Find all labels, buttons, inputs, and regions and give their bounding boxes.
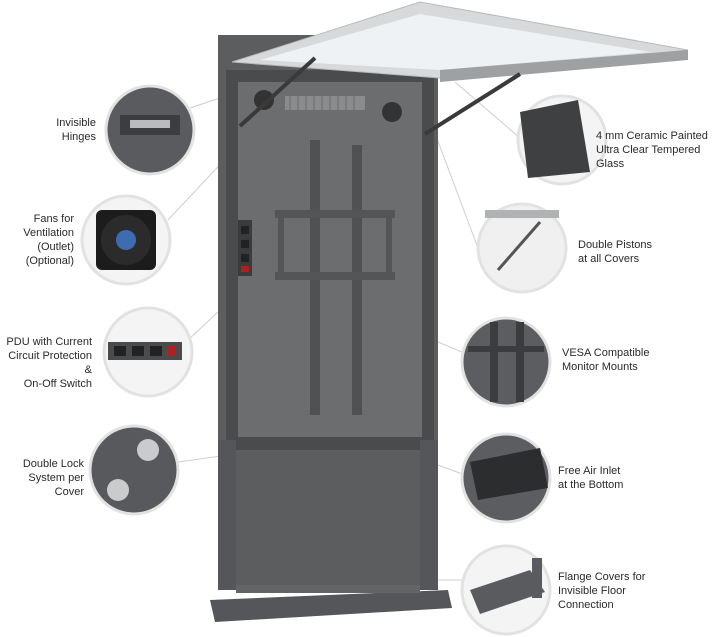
callout-double-lock: Double Lock System per Cover (22, 458, 84, 498)
detail-circles (80, 84, 608, 636)
callout-flange: Flange Covers for Invisible Floor Connec… (558, 571, 646, 611)
callout-fans: Fans for Ventilation (Outlet) (Optional) (23, 213, 74, 267)
callout-pdu: PDU with Current Circuit Protection & On… (6, 336, 92, 390)
cabinet (210, 35, 452, 622)
callout-vesa: VESA Compatible Monitor Mounts (562, 347, 650, 373)
callout-glass: 4 mm Ceramic Painted Ultra Clear Tempere… (596, 130, 708, 170)
callout-air-inlet: Free Air Inlet at the Bottom (558, 465, 624, 491)
callout-pistons: Double Pistons at all Covers (578, 239, 652, 265)
callout-invisible-hinges: Invisible Hinges (56, 117, 96, 143)
open-cover (231, 1, 689, 136)
